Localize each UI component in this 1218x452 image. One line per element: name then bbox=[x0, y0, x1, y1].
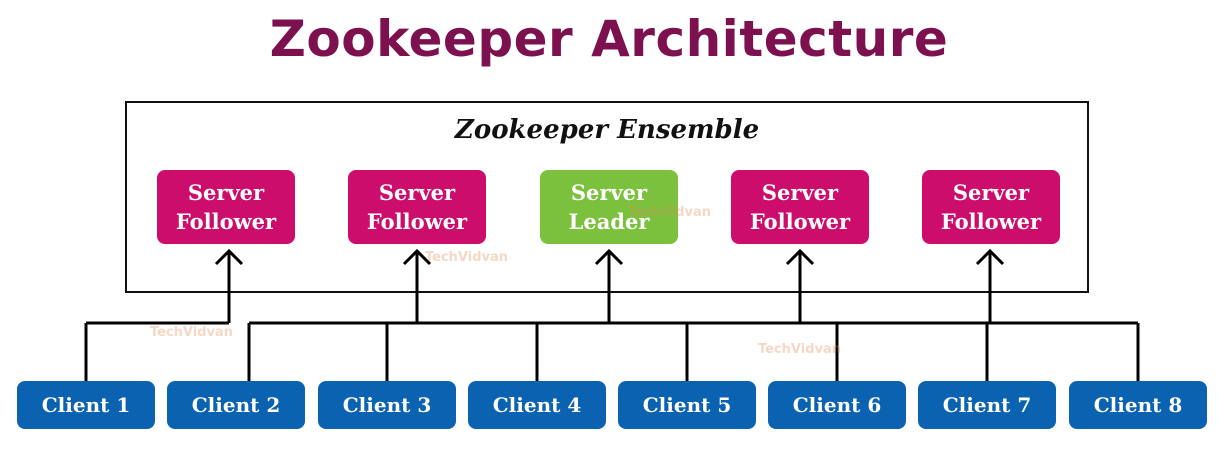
server-leader: Server Leader bbox=[540, 170, 678, 244]
server-follower-1: Server Follower bbox=[157, 170, 295, 244]
server-type-label: Server bbox=[761, 180, 839, 205]
client-4: Client 4 bbox=[468, 381, 606, 429]
server-role-label: Follower bbox=[940, 209, 1042, 234]
arrow-up-icon bbox=[785, 248, 815, 266]
page-title: Zookeeper Architecture bbox=[269, 10, 949, 68]
client-8: Client 8 bbox=[1069, 381, 1207, 429]
client-7: Client 7 bbox=[918, 381, 1056, 429]
client-2: Client 2 bbox=[167, 381, 305, 429]
server-follower-3: Server Follower bbox=[731, 170, 869, 244]
server-type-label: Server bbox=[187, 180, 265, 205]
server-type-label: Server bbox=[378, 180, 456, 205]
arrow-up-icon bbox=[594, 248, 624, 266]
client-6: Client 6 bbox=[768, 381, 906, 429]
arrow-up-icon bbox=[214, 248, 244, 266]
ensemble-label: Zookeeper Ensemble bbox=[454, 115, 760, 145]
server-type-label: Server bbox=[952, 180, 1030, 205]
server-role-label: Leader bbox=[568, 209, 650, 234]
ensemble-box bbox=[125, 101, 1089, 293]
server-role-label: Follower bbox=[366, 209, 468, 234]
server-type-label: Server bbox=[570, 180, 648, 205]
server-role-label: Follower bbox=[749, 209, 851, 234]
client-1: Client 1 bbox=[17, 381, 155, 429]
server-follower-2: Server Follower bbox=[348, 170, 486, 244]
client-3: Client 3 bbox=[318, 381, 456, 429]
server-role-label: Follower bbox=[175, 209, 277, 234]
client-5: Client 5 bbox=[618, 381, 756, 429]
arrow-up-icon bbox=[975, 248, 1005, 266]
arrow-up-icon bbox=[402, 248, 432, 266]
server-follower-4: Server Follower bbox=[922, 170, 1060, 244]
